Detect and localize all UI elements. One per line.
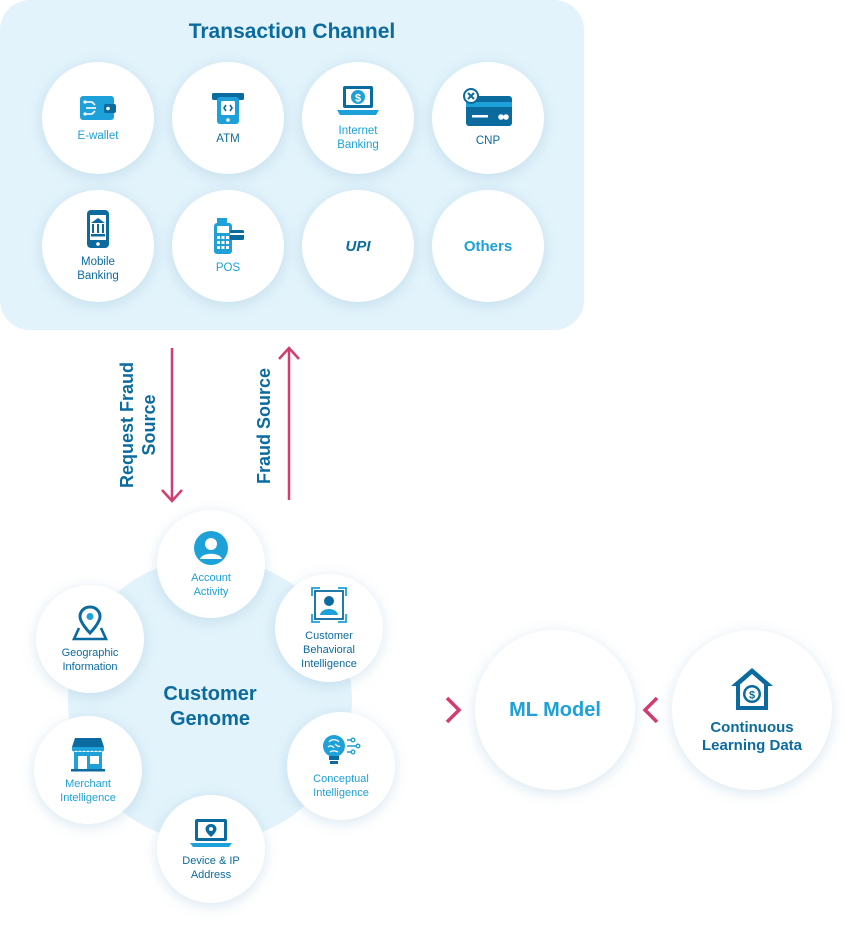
channel-label: CNP (475, 135, 501, 147)
genome-label: Device & IP Address (182, 854, 240, 881)
wallet-icon (80, 96, 116, 120)
genome-label: Merchant Intelligence (60, 777, 116, 804)
channel-internet-banking[interactable]: $ Internet Banking (302, 62, 414, 174)
user-circle-icon (194, 530, 228, 565)
laptop-location-icon (190, 818, 232, 847)
user-focus-icon (311, 586, 347, 623)
channel-pos[interactable]: POS (172, 190, 284, 302)
flow-arrows (161, 346, 300, 503)
channel-atm[interactable]: ATM (172, 62, 284, 174)
genome-label: Customer Behavioral Intelligence (301, 629, 357, 670)
chevron-left-icon (642, 696, 659, 724)
response-arrow (278, 346, 300, 500)
channel-label: Mobile Banking (77, 256, 119, 282)
channel-e-wallet[interactable]: E-wallet (42, 62, 154, 174)
genome-account-activity[interactable]: Account Activity (157, 510, 265, 618)
pos-terminal-icon (214, 218, 244, 254)
continuous-learning-node[interactable]: $ Continuous Learning Data (672, 630, 832, 790)
laptop-dollar-icon: $ (337, 86, 379, 115)
fraud-source-label: Fraud Source (254, 367, 274, 485)
channel-upi[interactable]: UPI (302, 190, 414, 302)
genome-geographic-information[interactable]: Geographic Information (36, 585, 144, 693)
ml-model-label: ML Model (509, 698, 601, 721)
transaction-channel-title: Transaction Channel (188, 20, 396, 43)
channel-label: Internet Banking (337, 125, 379, 151)
house-dollar-icon: $ (731, 668, 773, 710)
genome-label: Geographic Information (61, 646, 119, 673)
chevron-right-icon (445, 696, 462, 724)
genome-device-ip[interactable]: Device & IP Address (157, 795, 265, 903)
svg-text:$: $ (749, 690, 755, 702)
channel-label: Others (463, 237, 513, 255)
channel-label: ATM (216, 133, 240, 145)
genome-label: Conceptual Intelligence (313, 772, 369, 799)
ml-model-node[interactable]: ML Model (475, 630, 635, 790)
channel-label: E-wallet (77, 130, 119, 142)
store-icon (71, 737, 105, 771)
genome-merchant-intelligence[interactable]: Merchant Intelligence (34, 716, 142, 824)
svg-text:$: $ (355, 93, 361, 105)
continuous-learning-label: Continuous Learning Data (701, 719, 803, 754)
genome-label: Account Activity (191, 571, 231, 598)
mobile-bank-icon (87, 210, 109, 248)
card-not-present-icon (463, 88, 512, 126)
customer-genome-title: Customer Genome (163, 683, 257, 730)
channel-mobile-banking[interactable]: Mobile Banking (42, 190, 154, 302)
atm-icon (212, 93, 244, 124)
brain-bulb-icon (323, 734, 361, 764)
genome-conceptual-intelligence[interactable]: Conceptual Intelligence (287, 712, 395, 820)
channel-label: POS (215, 262, 241, 274)
map-pin-icon (71, 604, 109, 640)
genome-customer-behavioral[interactable]: Customer Behavioral Intelligence (275, 574, 383, 682)
channel-cnp[interactable]: CNP (432, 62, 544, 174)
channel-others[interactable]: Others (432, 190, 544, 302)
channel-label: UPI (345, 237, 371, 255)
request-arrow (161, 348, 183, 503)
request-fraud-source-label: Request Fraud Source (117, 361, 159, 489)
